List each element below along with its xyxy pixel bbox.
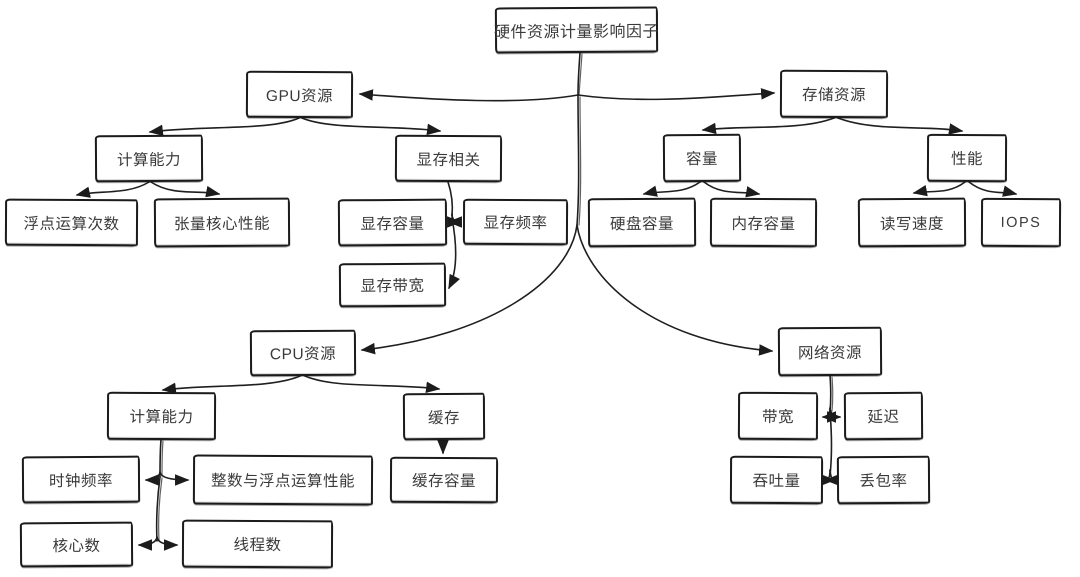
edge-vram-bandwidth bbox=[448, 217, 460, 290]
edge-network-down2 bbox=[829, 411, 833, 477]
node-cache[interactable]: 缓存 bbox=[402, 392, 486, 441]
edge-cores bbox=[137, 536, 158, 551]
node-latency[interactable]: 延迟 bbox=[843, 391, 924, 441]
edge-root-trunk-top-sketch bbox=[578, 53, 583, 96]
edge-gpu-vram bbox=[301, 117, 442, 136]
node-capacity[interactable]: 容量 bbox=[662, 133, 742, 183]
edge-gpu-compute bbox=[148, 117, 300, 137]
node-vram-capacity[interactable]: 显存容量 bbox=[337, 198, 448, 247]
edge-storage-capacity bbox=[701, 117, 835, 135]
node-network[interactable]: 网络资源 bbox=[777, 326, 883, 377]
node-cache-capacity[interactable]: 缓存容量 bbox=[389, 456, 499, 504]
edge-performance-rwspeed bbox=[912, 181, 966, 197]
node-gpu-compute[interactable]: 计算能力 bbox=[94, 134, 204, 183]
edge-cpucompute-down2 bbox=[155, 476, 161, 542]
edge-packetloss bbox=[821, 469, 836, 486]
edge-cpucompute-down1-sketch bbox=[161, 440, 164, 477]
edge-root-trunk-mid bbox=[576, 94, 580, 226]
node-rw-speed[interactable]: 读写速度 bbox=[857, 197, 967, 248]
node-int-float-perf[interactable]: 整数与浮点运算性能 bbox=[192, 454, 374, 506]
node-cores[interactable]: 核心数 bbox=[19, 521, 134, 568]
node-performance[interactable]: 性能 bbox=[926, 133, 1008, 183]
edge-vram-down bbox=[447, 181, 454, 217]
node-packet-loss[interactable]: 丢包率 bbox=[836, 455, 931, 505]
node-vram-bandwidth[interactable]: 显存带宽 bbox=[338, 262, 447, 308]
node-gpu[interactable]: GPU资源 bbox=[245, 70, 354, 119]
edge-root-cpu bbox=[360, 224, 578, 355]
edge-gpucompute-tensor bbox=[150, 181, 221, 198]
node-bandwidth[interactable]: 带宽 bbox=[737, 391, 819, 441]
edge-network-down1 bbox=[829, 375, 832, 413]
edge-root-network bbox=[576, 224, 774, 356]
node-storage[interactable]: 存储资源 bbox=[779, 69, 889, 119]
node-iops[interactable]: IOPS bbox=[980, 197, 1062, 248]
edge-threads bbox=[156, 536, 179, 551]
node-clock-freq[interactable]: 时钟频率 bbox=[21, 455, 141, 504]
node-flops[interactable]: 浮点运算次数 bbox=[4, 198, 139, 247]
edge-intfloat bbox=[159, 471, 190, 486]
edge-cpu-compute bbox=[161, 375, 301, 395]
edge-vram-frequency bbox=[447, 213, 462, 228]
edge-root-trunk-mid-sketch bbox=[578, 96, 582, 226]
edge-storage-performance bbox=[837, 117, 964, 135]
edge-bandwidth bbox=[821, 407, 836, 423]
edge-cpucompute-down2-sketch bbox=[158, 477, 163, 541]
edge-capacity-disk bbox=[642, 181, 701, 197]
node-cpu-compute[interactable]: 计算能力 bbox=[106, 391, 217, 441]
edge-cpu-cache bbox=[304, 375, 441, 394]
node-threads[interactable]: 线程数 bbox=[181, 519, 334, 569]
node-disk-capacity[interactable]: 硬盘容量 bbox=[587, 197, 697, 248]
node-vram[interactable]: 显存相关 bbox=[394, 134, 503, 183]
edge-latency bbox=[827, 407, 842, 423]
edge-root-storage bbox=[577, 88, 776, 101]
node-vram-frequency[interactable]: 显存频率 bbox=[462, 198, 569, 246]
edge-clockfreq bbox=[144, 471, 161, 486]
node-tensor[interactable]: 张量核心性能 bbox=[153, 197, 291, 248]
edge-root-gpu bbox=[358, 89, 579, 102]
edge-performance-iops bbox=[968, 181, 1018, 197]
node-root[interactable]: 硬件资源计量影响因子 bbox=[494, 6, 659, 54]
edge-cache-capacity bbox=[437, 439, 449, 455]
node-throughput[interactable]: 吞吐量 bbox=[729, 455, 824, 505]
edge-gpucompute-flops bbox=[75, 181, 150, 198]
edge-capacity-memory bbox=[703, 181, 761, 198]
edge-root-trunk-top bbox=[577, 52, 581, 96]
node-cpu[interactable]: CPU资源 bbox=[249, 329, 357, 377]
node-memory-capacity[interactable]: 内存容量 bbox=[709, 197, 818, 248]
edge-network-down1-sketch bbox=[831, 376, 834, 412]
